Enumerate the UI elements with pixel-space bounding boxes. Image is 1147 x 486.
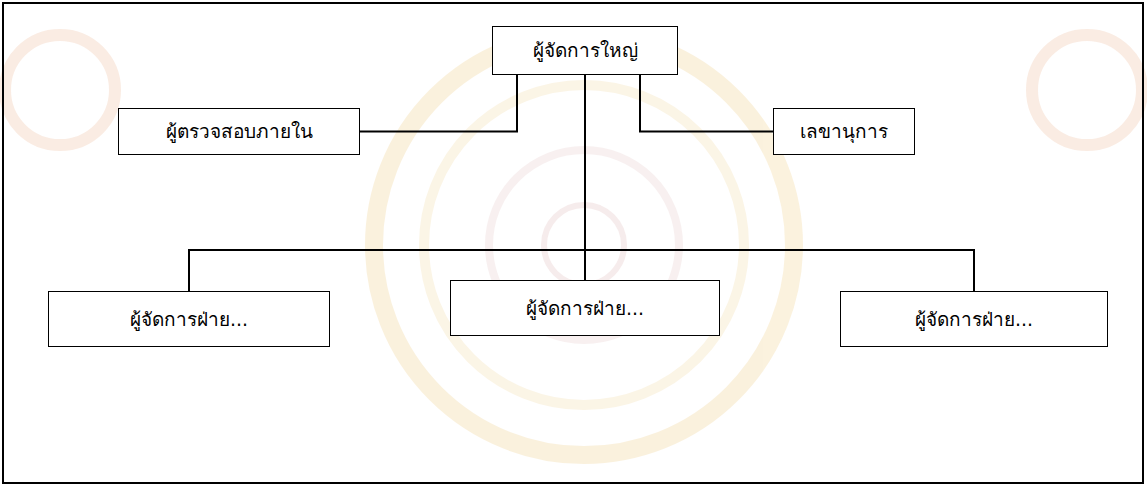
org-box: ผู้จัดการฝ่าย... bbox=[840, 291, 1108, 347]
watermark-ornament bbox=[5, 35, 1142, 145]
box-label: ผู้จัดการฝ่าย... bbox=[130, 308, 248, 331]
org-connector bbox=[360, 75, 517, 132]
org-box: เลขานุการ bbox=[773, 108, 915, 155]
org-box: ผู้จัดการใหญ่ bbox=[492, 26, 678, 75]
outer-frame bbox=[3, 3, 1143, 483]
box-label: ผู้จัดการใหญ่ bbox=[533, 39, 638, 62]
org-connector bbox=[640, 75, 773, 132]
box-label: ผู้จัดการฝ่าย... bbox=[915, 308, 1033, 331]
box-label: เลขานุการ bbox=[800, 120, 888, 143]
org-box: ผู้จัดการฝ่าย... bbox=[48, 291, 330, 347]
box-label: ผู้จัดการฝ่าย... bbox=[526, 297, 644, 320]
org-box: ผู้ตรวจสอบภายใน bbox=[118, 108, 360, 155]
box-label: ผู้ตรวจสอบภายใน bbox=[166, 120, 313, 143]
org-connector bbox=[585, 75, 974, 291]
org-box: ผู้จัดการฝ่าย... bbox=[450, 280, 720, 336]
